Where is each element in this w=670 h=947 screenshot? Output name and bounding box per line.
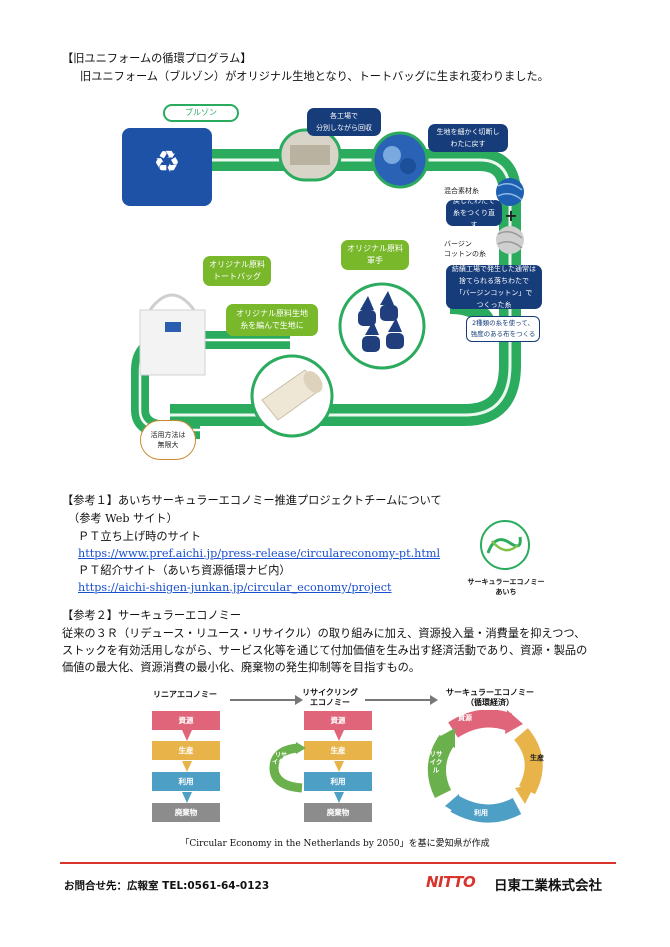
linear-use: 利用 [152,772,220,791]
jacket-label: ブルゾン [163,104,239,122]
recycling-waste: 廃棄物 [304,803,372,822]
weave-step: 2種類の糸を使って、強度のある布をつくる [466,316,540,342]
orig-gloves-label: オリジナル原料軍手 [341,240,409,270]
cotton-yarn-icon [496,226,524,254]
ref2-title: 【参考２】サーキュラーエコノミー [62,609,242,622]
linear-economy-title: リニアエコノミー [153,690,217,699]
circular-recycle: リサイクル [429,750,443,774]
orig-fabric-label: オリジナル原料生地糸を編んで生地に [226,304,318,336]
tote-bag-photo [139,293,206,376]
footer-contact: お問合せ先：広報室 TEL:0561-64-0123 [64,880,270,892]
yarn-step: 戻したわたで糸をつくり直す [446,197,502,229]
mixed-yarn-icon [496,178,524,206]
shredded-fabric-photo [371,131,429,189]
nitto-logo-mark: NITTO [426,873,476,891]
ref1-link1[interactable]: https://www.pref.aichi.jp/press-release/… [78,547,441,560]
collect-step-text: 各工場で分別しながら回収 [316,112,372,132]
ref2-body-line1: 従来の３Ｒ（リデュース・リユース・リサイクル）の取り組みに加え、資源投入量・消費… [62,627,586,640]
svg-text:+: + [504,206,517,225]
ref1-title: 【参考１】あいちサーキュラーエコノミー推進プロジェクトチームについて [62,494,442,507]
linear-down-arrows [182,730,192,803]
recycling-down-arrows [334,730,344,803]
recycling-resource: 資源 [304,711,372,730]
economy-caption: 「Circular Economy in the Netherlands by … [180,839,490,849]
circular-economy-title: サーキュラーエコノミー（循環経済） [446,688,534,707]
circular-production: 生産 [530,754,544,762]
virgin-cotton-label: バージンコットンの糸 [444,240,486,258]
jacket-photo: ♻ [122,128,212,206]
section1-title: 【旧ユニフォームの循環プログラム】 [62,52,252,65]
section1-description: 旧ユニフォーム（ブルゾン）がオリジナル生地となり、トートバッグに生まれ変わりまし… [80,70,549,83]
recycling-production: 生産 [304,741,372,760]
orig-bag-text: オリジナル原料トートバッグ [209,260,265,281]
mixed-yarn-label: 混合素材糸 [444,187,479,195]
ref2-body-line3: 価値の最大化、資源消費の最小化、廃棄物の発生抑制等を目指すもの。 [62,661,421,674]
circular-use: 利用 [474,809,488,817]
usage-note: 活用方法は無限大 [140,420,196,460]
gloves-photo [338,282,426,370]
recycle-cycle-diagram: + [131,128,524,439]
transition-arrows [230,695,438,705]
virgin-step: 紡績工場で発生した通常は捨てられる落ちわたで「バージンコットン」でつくった糸 [446,265,542,309]
orig-gloves-text: オリジナル原料軍手 [347,244,403,265]
linear-production: 生産 [152,741,220,760]
ref1-label1: ＰＴ立ち上げ時のサイト [78,530,202,543]
shred-step: 生地を細かく切断しわたに戻す [428,124,508,152]
ref1-label2: ＰＴ紹介サイト（あいち資源循環ナビ内） [78,564,291,577]
orig-fabric-text: オリジナル原料生地糸を編んで生地に [236,309,308,330]
circular-economy-aichi-logo [480,520,530,570]
recycling-economy-title: リサイクリングエコノミー [302,688,358,707]
recycling-loop-label: リサイクル [272,752,290,766]
ref2-body-line2: ストックを有効活用しながら、サービス化等を通じて付加価値を生み出す経済活動であり… [62,644,588,657]
shred-step-text: 生地を細かく切断しわたに戻す [436,128,500,148]
virgin-step-text: 紡績工場で発生した通常は捨てられる落ちわたで「バージンコットン」でつくった糸 [452,265,536,309]
recycle-icon: ♻ [153,145,181,180]
recycling-use: 利用 [304,772,372,791]
yarn-step-text: 戻したわたで糸をつくり直す [453,197,495,229]
linear-resource: 資源 [152,711,220,730]
collect-step: 各工場で分別しながら回収 [307,108,381,136]
orig-bag-label: オリジナル原料トートバッグ [203,256,271,286]
recycle-loop-arrow [269,742,306,793]
company-name: 日東工業株式会社 [494,878,602,894]
ref1-link2[interactable]: https://aichi-shigen-junkan.jp/circular_… [78,581,392,594]
circular-loop-diagram [428,710,543,823]
footer-divider [60,862,616,864]
linear-waste: 廃棄物 [152,803,220,822]
circular-resource: 資源 [458,714,472,722]
ref1-sub: （参考 Web サイト） [68,512,178,525]
logo-caption: サーキュラーエコノミーあいち [467,578,545,596]
